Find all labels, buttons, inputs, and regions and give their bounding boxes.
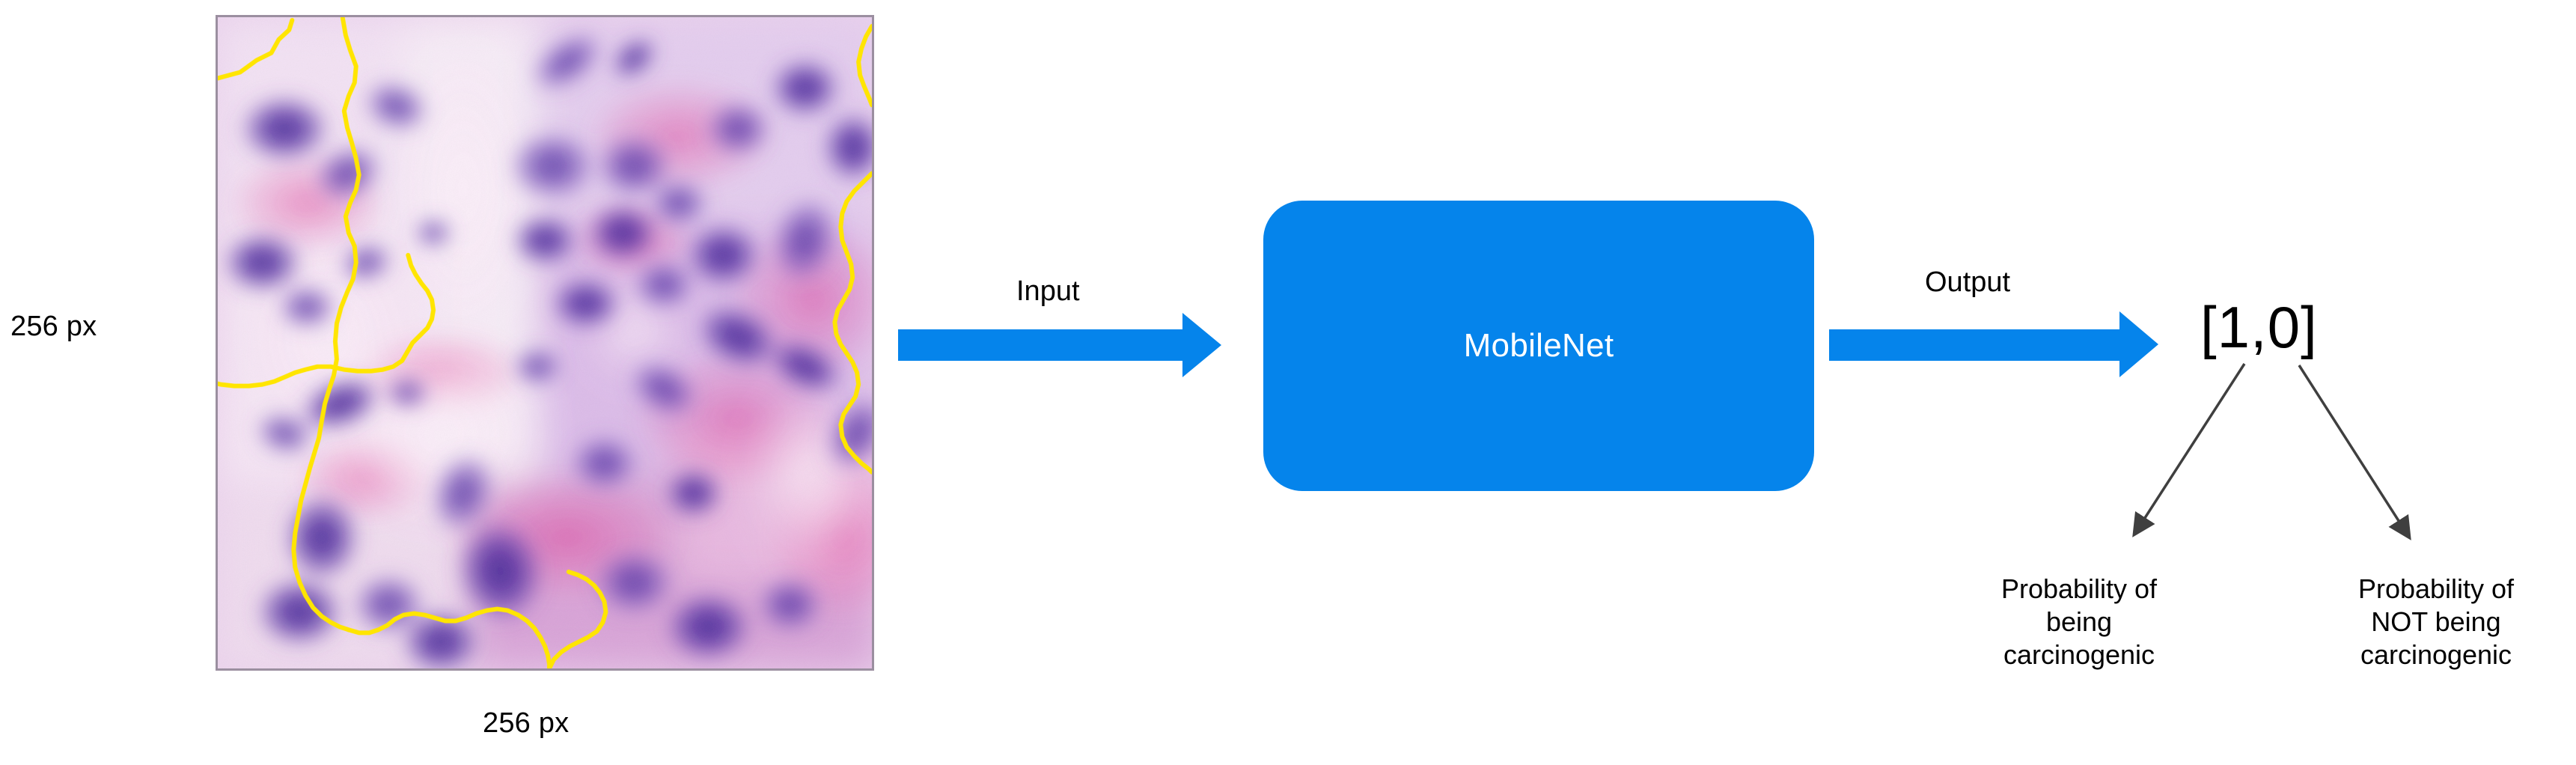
input-arrow bbox=[895, 311, 1224, 379]
image-width-label: 256 px bbox=[483, 707, 570, 739]
branch-arrow-left bbox=[2132, 363, 2246, 537]
caption-probability-not-carcinogenic: Probability of NOT being carcinogenic bbox=[2357, 573, 2515, 670]
histology-image bbox=[216, 15, 874, 671]
output-arrow bbox=[1826, 310, 2161, 379]
image-height-label: 256 px bbox=[10, 311, 97, 342]
input-label: Input bbox=[1016, 275, 1080, 307]
caption-probability-carcinogenic: Probability of being carcinogenic bbox=[2000, 573, 2158, 670]
output-label: Output bbox=[1925, 266, 2011, 298]
mobilenet-node-label: MobileNet bbox=[1463, 327, 1614, 364]
branch-arrow-group bbox=[2096, 344, 2485, 561]
histology-figure bbox=[216, 15, 874, 671]
output-vector-value: [1,0] bbox=[2200, 294, 2318, 360]
branch-arrow-right bbox=[2298, 365, 2411, 540]
mobilenet-node[interactable]: MobileNet bbox=[1263, 201, 1814, 491]
